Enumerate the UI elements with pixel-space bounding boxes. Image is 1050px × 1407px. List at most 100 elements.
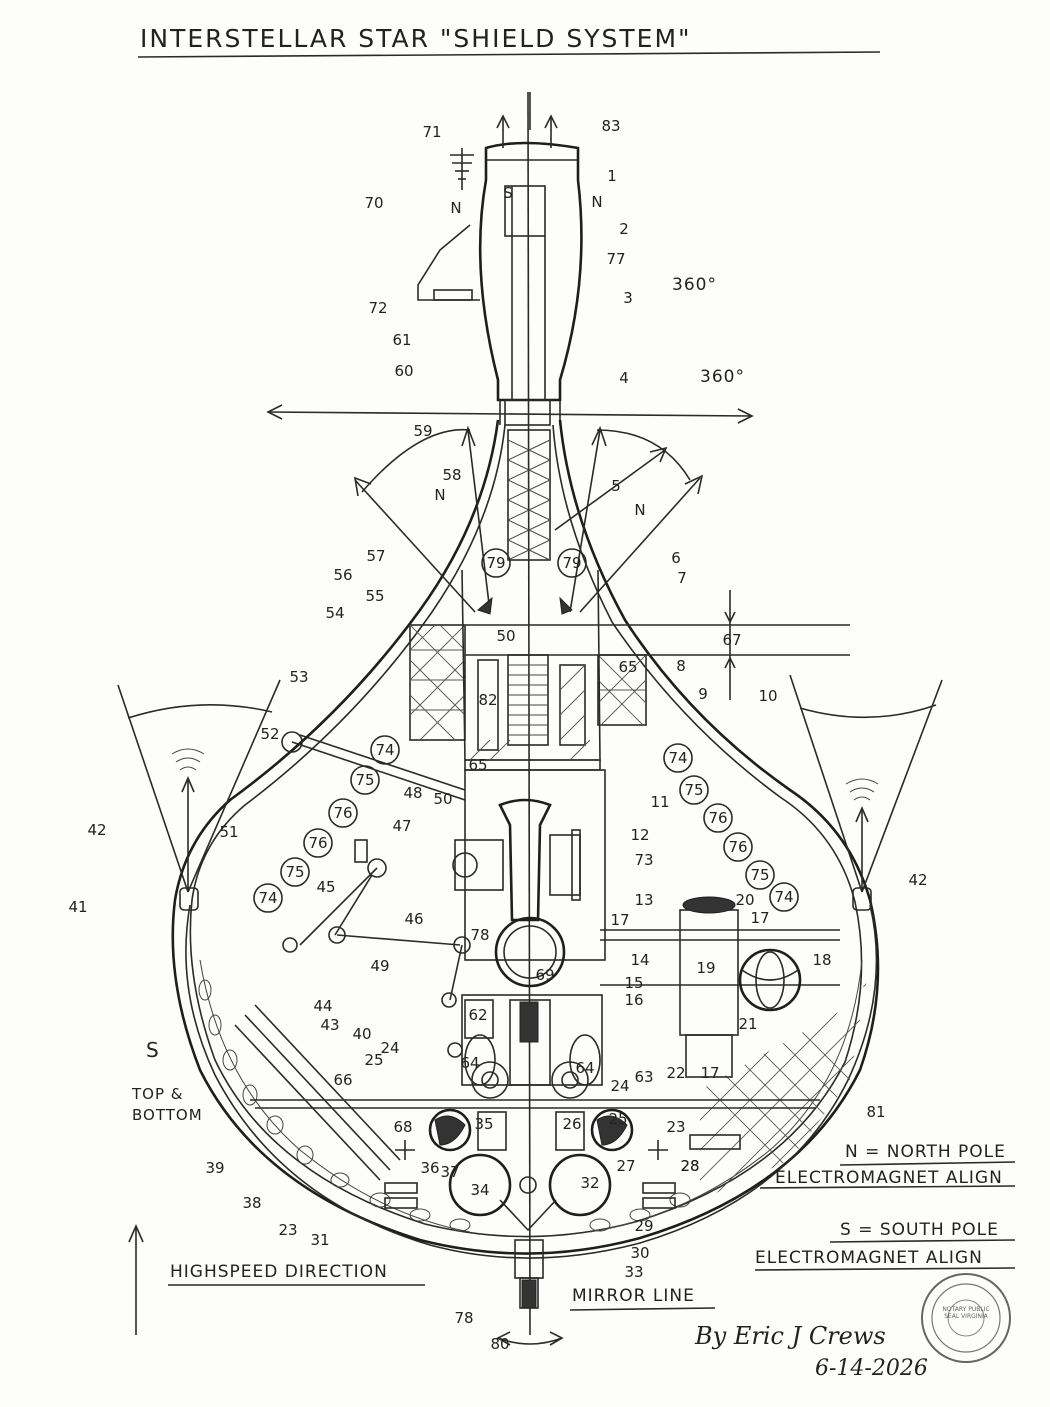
part-number-label: 25 (364, 1051, 384, 1069)
part-number-label: 53 (289, 668, 309, 686)
part-number-label: 63 (634, 1068, 654, 1086)
part-number-label: 7 (677, 569, 687, 587)
nose-arrows (496, 92, 558, 148)
part-number-label: 60 (394, 362, 414, 380)
legend-north-1: N = NORTH POLE (845, 1142, 1006, 1162)
part-number-label: 44 (313, 997, 333, 1015)
part-number-label: 83 (601, 117, 621, 135)
part-number-label: 19 (696, 959, 716, 977)
part-number-label: 80 (490, 1335, 510, 1353)
part-number-label: 75 (285, 863, 305, 881)
part-number-label: 75 (750, 866, 770, 884)
part-number-label: 68 (393, 1118, 413, 1136)
part-number-label: 5 (611, 477, 621, 495)
part-number-label: 17 (750, 909, 770, 927)
part-number-label: 37 (440, 1163, 460, 1181)
part-number-label: 76 (308, 834, 328, 852)
legend-south-1: S = SOUTH POLE (840, 1220, 999, 1240)
part-number-label: 78 (470, 926, 490, 944)
part-number-label: 76 (728, 838, 748, 856)
top-bottom-label-1: TOP & (132, 1085, 184, 1103)
part-number-label: 15 (624, 974, 644, 992)
part-number-label: 61 (392, 331, 412, 349)
part-number-label: 79 (486, 554, 506, 572)
part-number-label: S (503, 184, 513, 202)
part-number-label: 17 (610, 911, 630, 929)
part-number-label: 28 (680, 1157, 700, 1175)
part-number-label: 10 (758, 687, 778, 705)
part-number-label: 75 (684, 781, 704, 799)
part-number-label: 50 (496, 627, 516, 645)
part-number-label: 23 (278, 1221, 298, 1239)
part-number-label: 71 (422, 123, 442, 141)
part-number-label: 40 (352, 1025, 372, 1043)
mirror-line-label: MIRROR LINE (572, 1286, 695, 1306)
part-number-label: 33 (624, 1263, 644, 1281)
bottom-spheres (428, 1061, 634, 1309)
part-number-label: 17 (700, 1064, 720, 1082)
part-number-label: 27 (616, 1157, 636, 1175)
part-number-label: 9 (698, 685, 708, 703)
rotation-label-side: 360° (672, 275, 717, 295)
part-number-label: 28 (680, 1157, 700, 1175)
part-number-label: 72 (368, 299, 388, 317)
south-mark: S (146, 1038, 160, 1062)
horizontal-rotation-arrow (266, 404, 754, 424)
upper-chamber (461, 569, 850, 771)
part-number-label: 47 (392, 817, 412, 835)
part-number-label: 49 (370, 957, 390, 975)
part-number-label: 30 (630, 1244, 650, 1262)
part-number-label: 26 (562, 1115, 582, 1133)
part-number-label: 23 (666, 1118, 686, 1136)
part-number-label: 43 (320, 1016, 340, 1034)
part-number-label: 14 (630, 951, 650, 969)
title-underline (137, 51, 881, 58)
legend-north-2: ELECTROMAGNET ALIGN (775, 1168, 1003, 1188)
part-number-label: 74 (375, 741, 395, 759)
lower-chamber (250, 994, 820, 1109)
part-number-label: 24 (610, 1077, 630, 1095)
part-number-label: 78 (454, 1309, 474, 1327)
part-number-label: 69 (535, 966, 555, 984)
part-number-label: 81 (866, 1103, 886, 1121)
part-number-label: 6 (671, 549, 681, 567)
part-number-label: 20 (735, 891, 755, 909)
outer-hull (171, 419, 880, 1259)
numbered-circles (253, 548, 799, 913)
part-number-label: 74 (774, 888, 794, 906)
left-arms (281, 731, 471, 1058)
left-emitter-42 (117, 679, 281, 911)
central-axis-line (527, 91, 531, 1336)
central-spring (506, 429, 552, 561)
part-number-label: 12 (630, 826, 650, 844)
core-chamber (452, 769, 606, 988)
part-number-label: N (450, 199, 462, 217)
part-number-label: 32 (580, 1174, 600, 1192)
dimension-67 (724, 590, 736, 700)
part-number-label: 31 (310, 1231, 330, 1249)
part-number-label: 21 (738, 1015, 758, 1033)
part-number-label: N (434, 486, 446, 504)
part-number-label: 39 (205, 1159, 225, 1177)
part-number-label: 54 (325, 604, 345, 622)
part-number-label: 2 (619, 220, 629, 238)
part-number-label: 1 (607, 167, 617, 185)
part-number-label: 42 (908, 871, 928, 889)
part-number-label: 34 (470, 1181, 490, 1199)
part-number-label: 66 (333, 1071, 353, 1089)
part-number-label: 51 (219, 823, 239, 841)
signature-name: By Eric J Crews (695, 1322, 886, 1350)
part-number-label: 38 (242, 1194, 262, 1212)
part-number-label: 82 (478, 691, 498, 709)
part-number-label: 76 (333, 804, 353, 822)
part-number-label: 13 (634, 891, 654, 909)
part-number-label: 35 (474, 1115, 494, 1133)
part-number-label: 73 (634, 851, 654, 869)
diagonal-rod-40 (234, 1004, 401, 1181)
right-cylinder (600, 896, 840, 1078)
part-number-label: 8 (676, 657, 686, 675)
signature-date: 6-14-2026 (815, 1356, 928, 1381)
part-number-label: N (591, 193, 603, 211)
part-number-label: 79 (562, 554, 582, 572)
